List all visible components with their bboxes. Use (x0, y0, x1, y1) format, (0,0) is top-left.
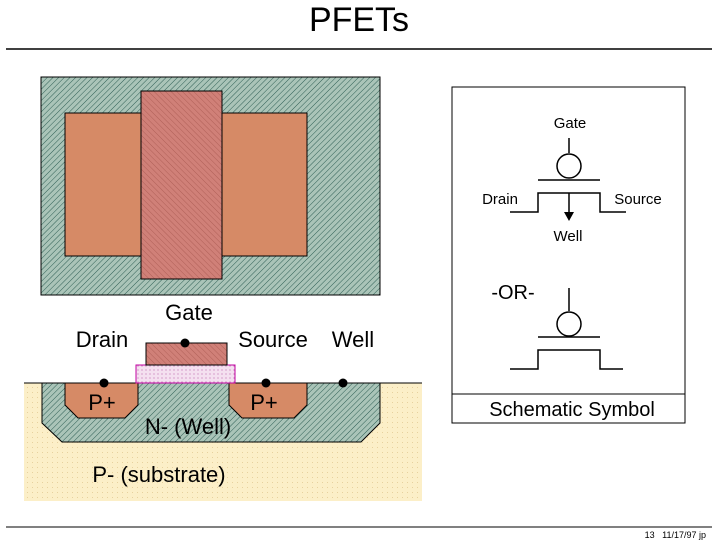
cross-section: Gate Drain Source Well P+ P+ N- (Well) P… (24, 300, 422, 501)
sch-gate-label: Gate (554, 115, 587, 132)
drain-contact (99, 378, 109, 388)
channel-line-2 (510, 349, 623, 370)
gate-contact (180, 338, 190, 348)
footer-date: 11/17/97 jp (662, 530, 706, 540)
schematic-caption: Schematic Symbol (489, 399, 655, 421)
source-contact (261, 378, 271, 388)
pfet-symbol-simple (510, 288, 623, 370)
poly-gate-layout (140, 90, 223, 280)
substrate-label: P- (substrate) (92, 462, 225, 487)
drain-p-plus: P+ (88, 390, 116, 415)
or-label: -OR- (491, 282, 534, 304)
layout-view (40, 76, 381, 296)
pfet-symbol-with-well: Gate Drain Source Well (482, 115, 662, 245)
well-arrow (564, 212, 574, 221)
nwell-label: N- (Well) (145, 414, 231, 439)
cs-source-label: Source (238, 327, 308, 352)
cs-well-label: Well (332, 327, 374, 352)
sch-drain-label: Drain (482, 191, 518, 208)
gate-oxide (135, 364, 236, 384)
sch-well-label: Well (554, 228, 583, 245)
gate-bubble-2 (556, 311, 582, 337)
schematic-box (451, 86, 686, 424)
footer: 13 11/17/97 jp (645, 530, 706, 541)
cs-drain-label: Drain (76, 327, 129, 352)
page-number: 13 (644, 530, 655, 540)
schematic-panel: Gate Drain Source Well -OR- Schematic Sy… (451, 86, 686, 424)
cs-gate-label: Gate (165, 300, 213, 325)
well-contact (338, 378, 348, 388)
sch-source-label: Source (614, 191, 662, 208)
slide-title: PFETs (308, 1, 410, 39)
source-p-plus: P+ (250, 390, 278, 415)
gate-bubble (556, 153, 582, 179)
